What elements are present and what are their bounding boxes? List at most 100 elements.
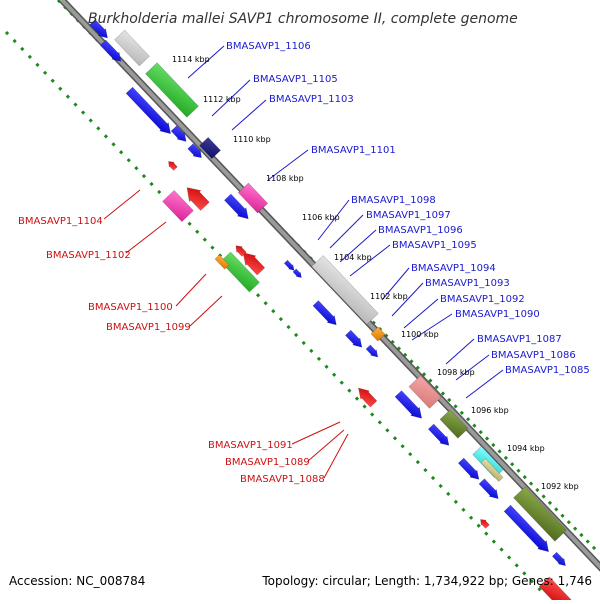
kbp-label-1102: 1102 kbp	[370, 292, 408, 301]
gene-arrow[interactable]	[344, 329, 365, 350]
gene-block[interactable]	[480, 458, 504, 482]
gene-block-shape	[220, 251, 260, 293]
gene-arrow[interactable]	[170, 125, 190, 145]
gene-arrow[interactable]	[394, 390, 426, 423]
gene-label-1090[interactable]: BMASAVP1_1090	[455, 309, 540, 320]
gene-block[interactable]	[220, 251, 260, 293]
gene-label-1088[interactable]: BMASAVP1_1088	[240, 474, 325, 485]
callout-line	[103, 189, 141, 220]
gene-arrow[interactable]	[427, 423, 452, 449]
gene-block[interactable]	[162, 189, 194, 223]
gene-label-1089[interactable]: BMASAVP1_1089	[225, 457, 310, 468]
gene-arrow[interactable]	[238, 248, 266, 276]
gene-block[interactable]	[513, 486, 567, 542]
gene-label-1106[interactable]: BMASAVP1_1106	[226, 41, 311, 52]
gene-arrow[interactable]	[551, 551, 569, 568]
gene-label-1100[interactable]: BMASAVP1_1100	[88, 302, 173, 313]
lower-tick-line	[4, 30, 548, 598]
gene-arrow-shape	[503, 504, 549, 553]
gene-label-1086[interactable]: BMASAVP1_1086	[491, 350, 576, 361]
gene-arrow[interactable]	[312, 300, 340, 329]
gene-label-1097[interactable]: BMASAVP1_1097	[366, 210, 451, 221]
gene-label-1094[interactable]: BMASAVP1_1094	[411, 263, 496, 274]
gene-arrow[interactable]	[283, 259, 297, 273]
gene-block-shape	[145, 62, 199, 118]
gene-label-1093[interactable]: BMASAVP1_1093	[425, 278, 510, 289]
callout-line	[465, 369, 504, 399]
callout-line	[189, 295, 223, 327]
gene-arrow[interactable]	[125, 86, 175, 138]
gene-arrow[interactable]	[233, 243, 247, 257]
gene-arrow-shape	[478, 478, 499, 500]
callout-line	[231, 99, 267, 131]
gene-arrow[interactable]	[181, 182, 211, 212]
gene-arrow-shape	[224, 193, 249, 220]
gene-arrow[interactable]	[89, 19, 111, 42]
gene-arrow[interactable]	[503, 504, 553, 556]
gene-arrow-shape	[457, 457, 480, 480]
gene-block[interactable]	[370, 326, 386, 342]
gene-arrow-shape	[358, 387, 378, 408]
gene-arrow[interactable]	[223, 193, 252, 223]
kbp-label-1106: 1106 kbp	[302, 213, 340, 222]
gene-arrow-shape	[394, 390, 423, 419]
gene-arrow-shape	[551, 551, 566, 567]
gene-block-shape	[311, 255, 379, 325]
gene-label-1085[interactable]: BMASAVP1_1085	[505, 365, 590, 376]
gene-block[interactable]	[311, 255, 379, 325]
gene-arrow[interactable]	[457, 457, 482, 483]
gene-arrow[interactable]	[99, 39, 124, 65]
gene-block-shape	[114, 29, 150, 67]
gene-label-1092[interactable]: BMASAVP1_1092	[440, 294, 525, 305]
kbp-label-1108: 1108 kbp	[266, 174, 304, 183]
gene-block[interactable]	[237, 182, 269, 214]
callout-line	[391, 282, 424, 317]
gene-block[interactable]	[114, 29, 150, 67]
gene-arrow[interactable]	[187, 143, 205, 161]
kbp-label-1110: 1110 kbp	[233, 135, 271, 144]
gene-arrow[interactable]	[166, 159, 178, 171]
gene-label-1104[interactable]: BMASAVP1_1104	[18, 216, 103, 227]
gene-arrow[interactable]	[365, 344, 380, 360]
gene-label-1103[interactable]: BMASAVP1_1103	[269, 94, 354, 105]
gene-arrow-shape	[170, 125, 187, 142]
gene-arrow-shape	[427, 423, 450, 446]
callout-line	[349, 244, 391, 277]
gene-label-1096[interactable]: BMASAVP1_1096	[378, 225, 463, 236]
gene-block[interactable]	[408, 375, 442, 409]
gene-arrow[interactable]	[292, 268, 303, 279]
callout-line	[403, 298, 439, 329]
gene-label-1091[interactable]: BMASAVP1_1091	[208, 440, 293, 451]
gene-arrow[interactable]	[478, 478, 502, 502]
gene-label-1087[interactable]: BMASAVP1_1087	[477, 334, 562, 345]
gene-arrow-shape	[242, 252, 266, 276]
gene-label-1095[interactable]: BMASAVP1_1095	[392, 240, 477, 251]
callout-line	[445, 338, 475, 365]
callout-line	[267, 149, 309, 181]
kbp-label-1092: 1092 kbp	[541, 482, 579, 491]
gene-arrow-shape	[235, 245, 247, 257]
callout-line	[187, 45, 225, 79]
gene-block[interactable]	[214, 254, 230, 270]
gene-arrow-shape	[312, 300, 337, 326]
gene-block-shape	[513, 486, 567, 542]
gene-label-1105[interactable]: BMASAVP1_1105	[253, 74, 338, 85]
gene-block[interactable]	[439, 409, 469, 439]
gene-arrow[interactable]	[354, 384, 378, 408]
callout-line	[175, 273, 207, 307]
gene-arrow-shape	[480, 519, 490, 529]
gene-label-1102[interactable]: BMASAVP1_1102	[46, 250, 131, 261]
kbp-label-1104: 1104 kbp	[334, 253, 372, 262]
gene-label-1098[interactable]: BMASAVP1_1098	[351, 195, 436, 206]
gene-label-1101[interactable]: BMASAVP1_1101	[311, 145, 396, 156]
gene-arrow-shape	[283, 259, 295, 271]
gene-arrow-shape	[365, 344, 379, 358]
label-callouts	[103, 45, 504, 479]
gene-block[interactable]	[199, 136, 221, 160]
gene-arrow[interactable]	[478, 517, 490, 529]
callout-line	[317, 199, 350, 241]
gene-block[interactable]	[145, 62, 199, 118]
gene-label-1099[interactable]: BMASAVP1_1099	[106, 322, 191, 333]
